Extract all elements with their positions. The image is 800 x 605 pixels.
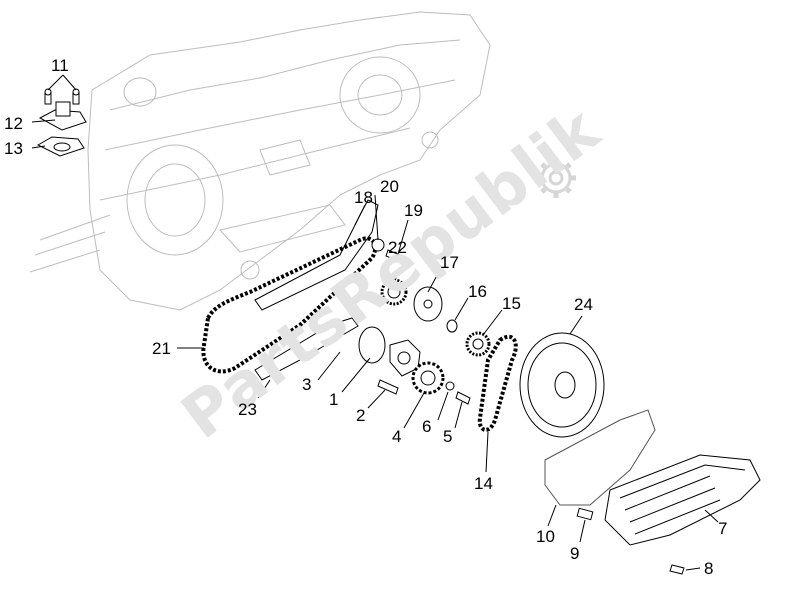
callout-21: 21	[152, 339, 171, 358]
cover-plate	[519, 332, 605, 438]
callout-7: 7	[718, 519, 728, 538]
oil-pump	[358, 326, 421, 395]
callout-3: 3	[302, 375, 312, 394]
engine-casing-outline	[29, 11, 491, 311]
callout-15: 15	[502, 294, 521, 313]
oil-sump	[604, 454, 761, 546]
callout-16: 16	[468, 282, 487, 301]
callout-6: 6	[422, 417, 432, 436]
chain-guides	[254, 199, 379, 381]
callout-13: 13	[4, 139, 23, 158]
callout-14: 14	[474, 474, 493, 493]
callout-20: 20	[380, 177, 399, 196]
callout-12: 12	[4, 114, 23, 133]
callout-1: 1	[329, 390, 339, 409]
callout-23: 23	[238, 400, 257, 419]
gear-icon	[536, 158, 576, 198]
sprocket-22	[380, 278, 408, 306]
sprocket-4	[411, 361, 445, 395]
callout-4: 4	[392, 427, 402, 446]
gasket	[544, 409, 656, 506]
callout-2: 2	[356, 406, 366, 425]
callout-19: 19	[404, 201, 423, 220]
sump-fasteners	[576, 507, 685, 575]
callout-11: 11	[51, 56, 69, 75]
chain-tensioner-parts	[36, 88, 87, 157]
pump-fasteners	[445, 381, 471, 405]
washers-and-bolts	[371, 238, 458, 333]
callout-10: 10	[536, 527, 555, 546]
disc-17	[413, 286, 443, 322]
callout-17: 17	[440, 253, 459, 272]
callout-8: 8	[704, 559, 714, 578]
callout-24: 24	[574, 295, 593, 314]
callout-9: 9	[570, 544, 580, 563]
callout-18: 18	[354, 188, 373, 207]
callout-22: 22	[388, 238, 407, 257]
sprocket-15	[465, 331, 491, 357]
leader-lines	[31, 74, 719, 571]
callout-5: 5	[443, 427, 453, 446]
oil-pump-chain	[477, 334, 518, 432]
